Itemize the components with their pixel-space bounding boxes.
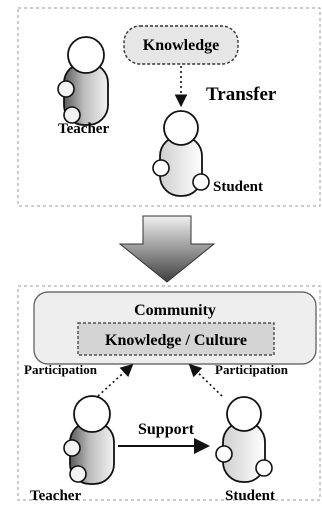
support-label: Support [138,421,195,438]
teacher-label-bottom: Teacher [30,488,81,504]
participation-arrow-right [188,363,223,397]
student-figure-bottom [215,396,273,483]
student-label-top: Student [213,179,263,195]
participation-right-label: Participation [215,362,289,377]
teacher-figure-top [57,36,109,126]
transfer-label: Transfer [206,84,277,105]
big-down-arrow [118,215,216,283]
knowledge-culture-box [77,322,275,356]
student-label-bottom: Student [225,488,275,504]
bottom-panel-frame [17,285,321,501]
teacher-label-top: Teacher [58,121,109,137]
knowledge-culture-label: Knowledge / Culture [105,332,247,349]
student-figure-top [152,110,210,197]
knowledge-bubble [123,25,239,65]
participation-arrow-left [97,363,134,397]
participation-left-label: Participation [24,362,98,377]
community-label: Community [134,302,216,319]
knowledge-label: Knowledge [143,37,219,54]
teacher-figure-bottom [63,395,115,485]
top-panel-frame [17,7,321,207]
